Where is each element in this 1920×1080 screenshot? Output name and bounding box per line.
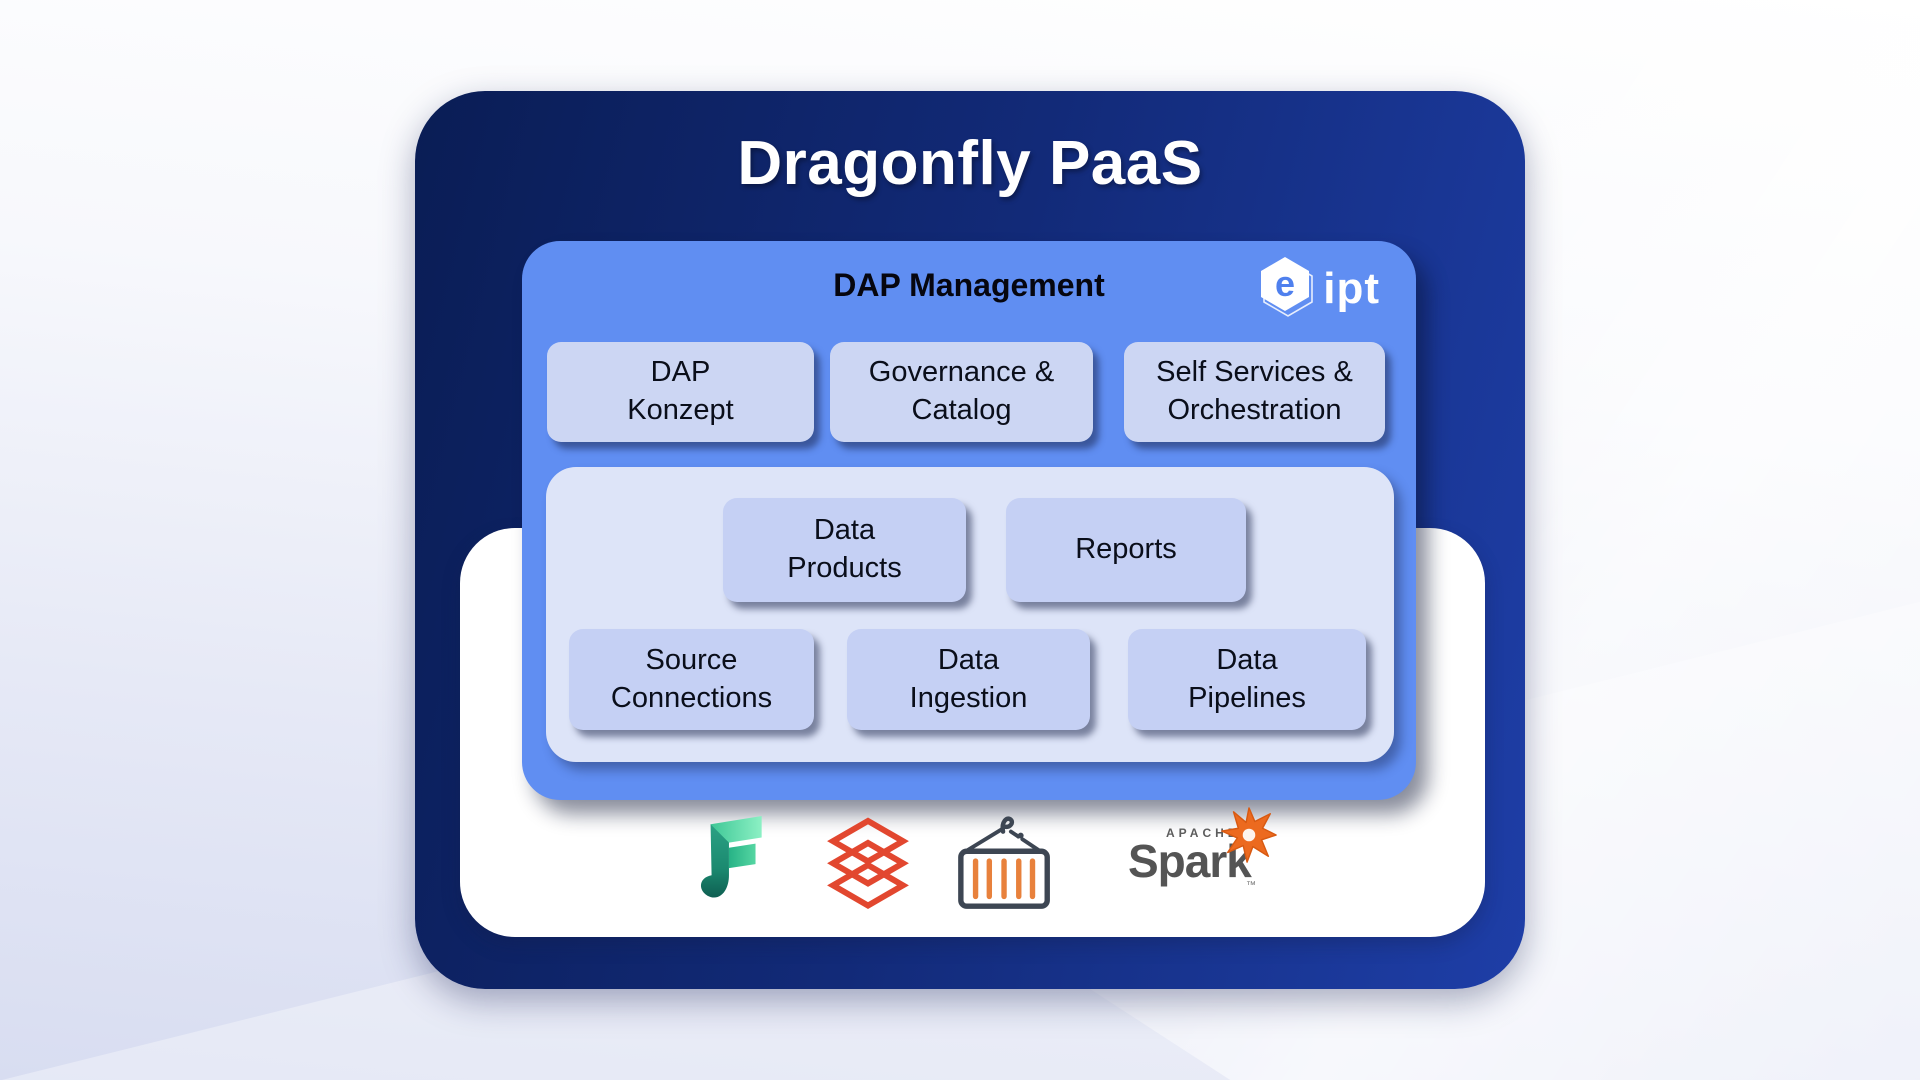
apache-spark-icon: APACHE Spark ™ [1128,807,1278,904]
platform-box-data-pipelines: Data Pipelines [1128,629,1366,730]
apache-spark-star-icon [1220,806,1278,869]
platform-box-data-ingestion: Data Ingestion [847,629,1090,730]
platform-label: Data Pipelines [1188,643,1306,714]
platform-label: Reports [1075,533,1177,566]
capability-label: DAP Konzept [627,356,734,426]
capability-label: Governance & Catalog [868,356,1055,426]
spark-trademark: ™ [1246,880,1256,891]
databricks-icon [822,816,914,921]
capability-box-dap-konzept: DAP Konzept [547,342,814,442]
capability-box-governance-catalog: Governance & Catalog [830,342,1093,442]
platform-box-source-connections: Source Connections [569,629,814,730]
shipping-container-icon [952,812,1060,923]
platform-label: Data Ingestion [909,643,1028,714]
platform-label: Source Connections [610,643,773,714]
svg-text:e: e [1275,263,1295,304]
ipt-hexagon-icon: e [1255,255,1317,322]
ipt-logo-text: ipt [1323,263,1380,313]
platform-box-reports: Reports [1006,498,1246,602]
ipt-logo: e ipt [1255,255,1380,322]
spark-wordmark: Spark [1128,835,1252,887]
apache-text: APACHE [1166,826,1240,840]
microsoft-fabric-icon [698,814,764,913]
capability-label: Self Services & Orchestration [1156,356,1353,426]
dap-management-title: DAP Management [833,267,1105,303]
capability-box-self-services-orchestration: Self Services & Orchestration [1124,342,1385,442]
page-title: Dragonfly PaaS [737,129,1203,198]
platform-box-data-products: Data Products [723,498,966,602]
platform-label: Data Products [787,514,902,584]
